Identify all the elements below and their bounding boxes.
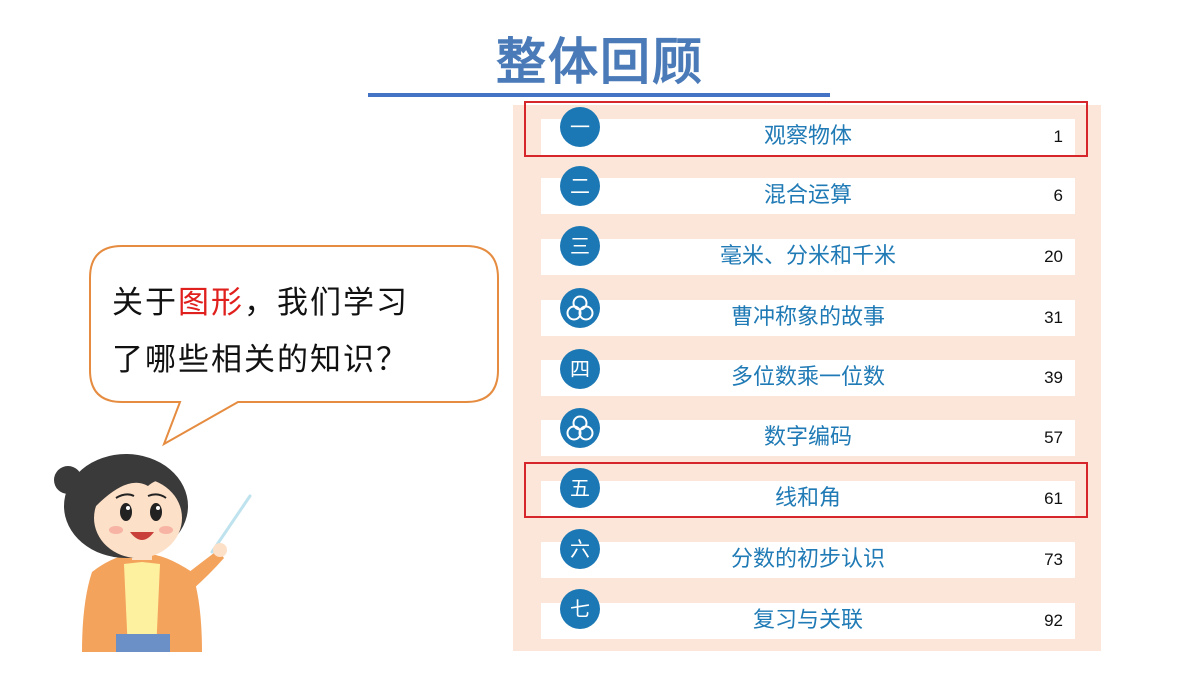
toc-row-6[interactable]: 数字编码 57	[541, 420, 1075, 456]
toc-page-number: 31	[1044, 308, 1063, 327]
toc-row-2[interactable]: 混合运算 6	[541, 178, 1075, 214]
toc-page-number: 92	[1044, 611, 1063, 630]
bubble-line-2: 了哪些相关的知识？	[112, 342, 409, 378]
toc-row-4[interactable]: 曹冲称象的故事 31	[541, 300, 1075, 336]
toc-title: 毫米、分米和千米	[719, 244, 896, 269]
toc-page-number: 73	[1044, 550, 1063, 569]
title-underline	[368, 93, 830, 97]
toc-row-9[interactable]: 复习与关联 92	[541, 603, 1075, 639]
toc-title: 线和角	[774, 486, 841, 511]
toc-title: 复习与关联	[752, 608, 863, 633]
chapter-badge-8: 六	[560, 529, 600, 569]
toc-title: 多位数乘一位数	[730, 365, 885, 390]
speech-bubble	[89, 245, 499, 447]
highlight-box-1	[524, 101, 1088, 157]
toc-page-number: 20	[1044, 247, 1063, 266]
toc-row-5[interactable]: 多位数乘一位数 39	[541, 360, 1075, 396]
bubble-line-1: 关于图形，我们学习	[112, 285, 409, 321]
three-circles-icon	[560, 408, 600, 448]
toc-page-number: 1	[1053, 127, 1063, 146]
toc-page-number: 39	[1044, 368, 1063, 387]
toc-row-8[interactable]: 分数的初步认识 73	[541, 542, 1075, 578]
toc-title: 混合运算	[763, 183, 852, 208]
chapter-badge-5: 四	[560, 349, 600, 389]
page-title: 整体回顾	[496, 33, 704, 91]
bubble-question: 关于图形，我们学习 了哪些相关的知识？	[112, 275, 492, 389]
chapter-badge-1: 一	[560, 107, 600, 147]
toc-row-7[interactable]: 线和角 61	[541, 481, 1075, 517]
chapter-badge-9: 七	[560, 589, 600, 629]
toc-page-number: 61	[1044, 489, 1063, 508]
highlight-word: 图形	[178, 285, 244, 321]
toc-page-number: 57	[1044, 428, 1063, 447]
toc-title: 曹冲称象的故事	[730, 305, 885, 330]
highlight-box-7	[524, 462, 1088, 518]
toc-page-number: 6	[1053, 186, 1063, 205]
toc-row-1[interactable]: 观察物体 1	[541, 119, 1075, 155]
toc-row-3[interactable]: 毫米、分米和千米 20	[541, 239, 1075, 275]
chapter-badge-3: 三	[560, 226, 600, 266]
three-circles-icon	[560, 288, 600, 328]
toc-title: 分数的初步认识	[730, 547, 885, 572]
toc-title: 观察物体	[763, 124, 852, 149]
chapter-badge-2: 二	[560, 166, 600, 206]
teacher-illustration	[54, 454, 252, 652]
toc-title: 数字编码	[763, 425, 852, 450]
chapter-badge-7: 五	[560, 468, 600, 508]
